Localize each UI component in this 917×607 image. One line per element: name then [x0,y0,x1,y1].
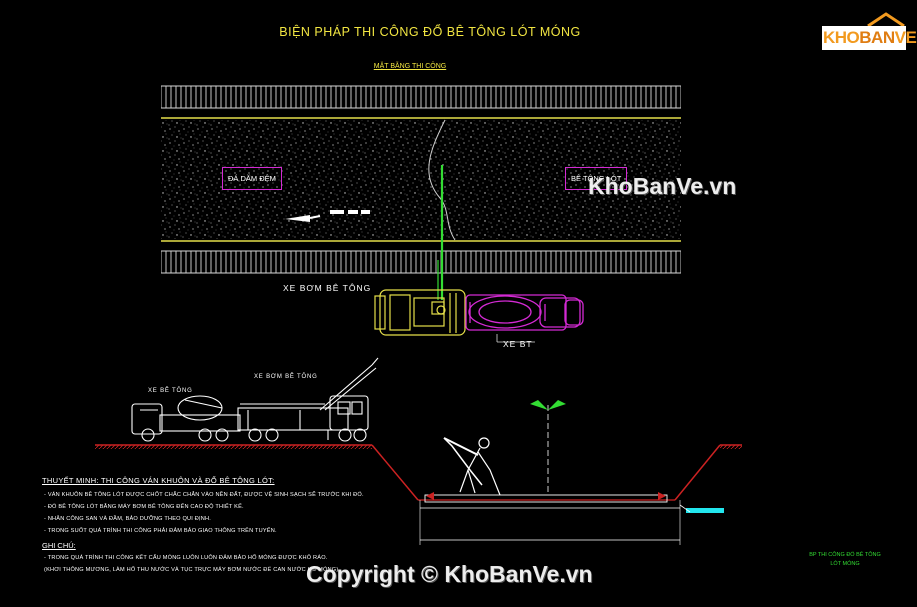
logo-kho: KHO [823,28,860,47]
road-surface [161,120,681,239]
watermark-bottom: Copyright © KhoBanVe.vn [306,561,593,587]
notes-title: THUYẾT MINH: THI CÔNG VÁN KHUÔN VÀ ĐỔ BÊ… [42,476,275,485]
road-hatch-top [161,86,681,108]
logo-ve: VE [894,28,917,47]
pump-truck-plan [374,289,466,336]
worker-figure [443,437,501,496]
label-xe-bom-elev: XE BƠM BÊ TÔNG [254,374,318,380]
road-hatch-bottom [161,251,681,273]
mixer-truck-plan [465,294,584,331]
label-be-tong-lot: BÊ TÔNG LÓT [565,167,628,190]
trench-section [95,400,742,545]
label-da-dam-dem: ĐÁ DĂM ĐỆM [222,167,282,190]
logo-text: KHOBANVE [823,28,917,48]
direction-arrow [285,210,370,222]
ghi-chu-item: - TRONG QUÁ TRÌNH THI CÔNG KẾT CẤU MÓNG … [44,555,328,561]
plan-title: MẶT BẰNG THI CÔNG [373,63,447,70]
ghi-chu-title: GHI CHÚ: [42,541,76,550]
note-item: - TRONG SUỐT QUÁ TRÌNH THI CÔNG PHẢI ĐẢM… [44,528,277,534]
sheet-label-line-2: LÓT MÓNG [830,561,860,567]
sheet-label: BP THI CÔNG ĐỔ BÊ TÔNG LÓT MÓNG [800,551,890,569]
label-xe-bt: XE BT [503,339,533,349]
note-item: - VÁN KHUÔN BÊ TÔNG LÓT ĐƯỢC CHỐT CHẮC C… [44,492,364,498]
label-xe-be-tong-elev: XE BÊ TÔNG [148,388,193,394]
pour-boundary [428,119,456,241]
label-xe-bom-be-tong: XE BƠM BÊ TÔNG [283,283,372,293]
logo-house-icon [822,12,906,50]
drawing-title: BIỆN PHÁP THI CÔNG ĐỔ BÊ TÔNG LÓT MÓNG [279,25,581,39]
road-plan [161,85,681,300]
watermark-top: KhoBanVe.vn [588,173,737,199]
logo [818,12,908,52]
note-item: - ĐỔ BÊ TÔNG LÓT BẰNG MÁY BƠM BÊ TÔNG ĐẾ… [44,504,244,510]
logo-ban: BAN [859,28,895,47]
note-item: - NHÂN CÔNG SAN VÀ ĐẦM, BẢO DƯỠNG THEO Q… [44,516,212,522]
trucks-elevation [131,357,379,442]
sheet-label-line-1: BP THI CÔNG ĐỔ BÊ TÔNG [809,552,881,558]
ghi-chu-item: (KHƠI THÔNG MƯƠNG, LÀM HỐ THU NƯỚC VÀ TỤ… [44,567,339,573]
